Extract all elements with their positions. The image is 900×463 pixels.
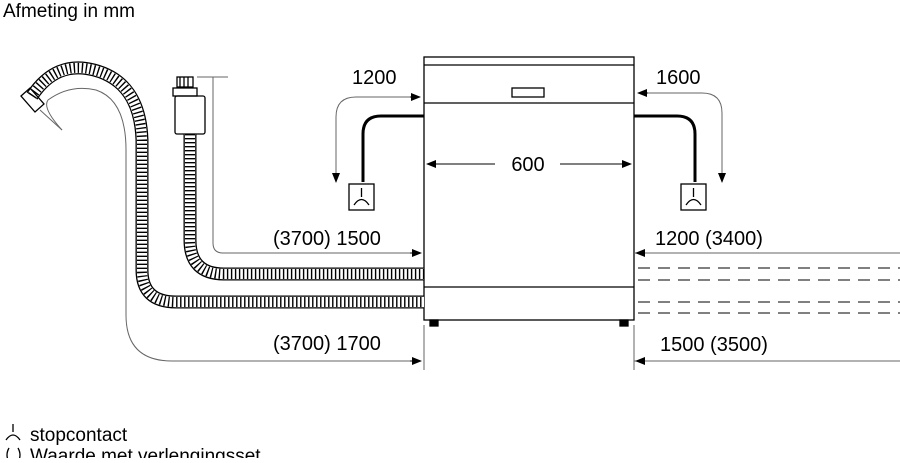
socket-icon bbox=[5, 424, 21, 441]
left-power-cable bbox=[361, 114, 424, 182]
right-mid-label: 1200 (3400) bbox=[655, 228, 763, 250]
right-bottom-label: 1500 (3500) bbox=[660, 334, 768, 356]
left-bottom-label: (3700) 1700 bbox=[273, 333, 381, 355]
right-power-dimension bbox=[638, 92, 726, 183]
inlet-valve bbox=[172, 76, 206, 135]
left-power-dimension bbox=[332, 96, 420, 183]
dishwasher bbox=[423, 56, 635, 327]
socket-icon bbox=[348, 183, 375, 211]
dishwasher-display bbox=[511, 87, 545, 98]
width-label: 600 bbox=[511, 154, 544, 176]
drain-hose-end bbox=[20, 87, 45, 113]
legend-socket-label: stopcontact bbox=[30, 425, 128, 446]
parentheses-icon bbox=[6, 447, 21, 463]
dishwasher-foot-right bbox=[619, 319, 629, 327]
left-mid-label: (3700) 1500 bbox=[273, 228, 381, 250]
right-power-cable bbox=[634, 114, 697, 182]
legend: stopcontact Waarde met verlengingsset bbox=[5, 424, 261, 463]
legend-extension-label: Waarde met verlengingsset bbox=[30, 446, 261, 458]
right-hose-guides bbox=[638, 267, 900, 314]
dishwasher-foot-left bbox=[429, 319, 439, 327]
left-top-label: 1200 bbox=[352, 67, 397, 89]
diagram-title: Afmeting in mm bbox=[3, 1, 135, 22]
right-top-label: 1600 bbox=[656, 67, 701, 89]
socket-icon bbox=[680, 183, 707, 211]
drain-hose bbox=[26, 61, 424, 309]
width-dimension: 600 bbox=[426, 154, 632, 176]
dishwasher-outline bbox=[423, 56, 635, 321]
